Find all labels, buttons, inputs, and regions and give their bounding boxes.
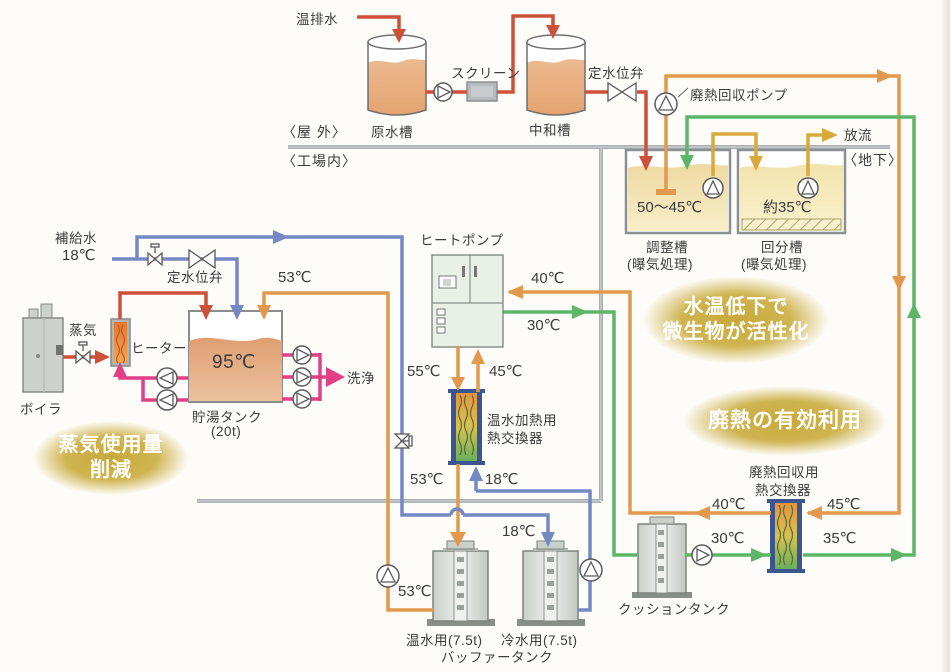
temp-adjust-tank: 50〜45℃ [637,199,703,216]
hot-water-heat-exchanger [448,389,485,465]
label-level-valve-top: 定水位弁 [588,66,644,81]
neutralization-tank [526,34,586,116]
storage-tank [188,310,283,403]
label-batch-tank: 回分槽 [761,240,803,255]
callout-microbe-line1: 水温低下で [683,296,789,318]
label-heater: ヒーター [131,341,187,356]
temp-hx2-in-left: 30℃ [711,530,745,547]
callout-steam-line2: 削減 [90,459,132,481]
temp-hx1-out: 53℃ [410,471,444,488]
label-raw-water-tank: 原水槽 [371,125,413,140]
yellow-arrows [749,128,838,171]
label-batch-tank-sub: (曝気処理) [741,257,807,272]
blue-arrows [230,230,555,547]
temp-hot-loop: 53℃ [398,583,432,600]
temp-batch-tank: 約35℃ [763,199,812,216]
cold-buffer-tank [517,540,585,626]
label-storage-tank: 貯湯タンク [192,410,262,425]
orange-arrows [257,69,906,547]
temp-hx1-return: 45℃ [489,363,523,380]
temp-hx2-out-left: 40℃ [712,496,746,513]
pink-arrows [113,362,345,387]
callout-microbe-activation: 水温低下で 微生物が活性化 [643,276,829,364]
hot-buffer-tank [427,540,495,626]
label-boiler: ボイラ [20,402,62,417]
label-hx1-line2: 熱交換器 [487,431,543,446]
label-buffer-tanks: バッファータンク [441,650,553,665]
label-discharge: 放流 [844,128,872,143]
callout-steam-reduction: 蒸気使用量 削減 [33,421,189,495]
temp-storage-tank: 95℃ [212,352,256,373]
temp-storage-supply: 53℃ [278,269,312,286]
boundary-lines-inner [197,146,890,502]
label-cold-buffer-tank: 冷水用(7.5t) [501,633,578,648]
label-cushion-tank: クッションタンク [618,602,730,617]
temp-hx2-out-right: 35℃ [823,530,857,547]
label-hx2-line1: 廃熱回収用 [749,465,819,480]
callout-waste-heat-use: 廃熱の有効利用 [683,386,887,456]
callout-microbe-line2: 微生物が活性化 [662,321,810,343]
zone-factory: 〈工場内〉 [282,153,357,169]
heat-pump-unit [431,254,504,348]
label-wash: 洗浄 [347,371,375,386]
label-hx1-line1: 温水加熱用 [487,413,557,428]
raw-water-tank [367,34,427,116]
red-arrows [95,25,653,364]
callout-steam-line1: 蒸気使用量 [58,434,164,456]
label-adjust-tank-sub: (曝気処理) [627,257,693,272]
waste-heat-exchanger [767,499,805,573]
zone-underground: 〈地下〉 [843,152,903,168]
temp-hx1-supply: 55℃ [407,363,441,380]
label-screen: スクリーン [451,66,521,81]
temp-hx2-in-right: 45℃ [827,496,861,513]
label-warm-wastewater: 温排水 [296,12,338,27]
label-hx2-line2: 熱交換器 [755,483,811,498]
label-neutralization-tank: 中和槽 [529,123,571,138]
temp-heatpump-in: 40℃ [531,270,565,287]
valve-icons [75,81,637,449]
label-steam: 蒸気 [69,323,97,338]
callout-waste-heat-text: 廃熱の有効利用 [708,408,862,432]
label-adjust-tank: 調整槽 [646,240,688,255]
cushion-tank [632,516,692,598]
label-hot-buffer-tank: 温水用(7.5t) [406,633,483,648]
temp-cold-buffer-in: 18℃ [502,523,536,540]
label-level-valve-2: 定水位弁 [167,270,223,285]
green-arrows [572,155,921,562]
pump-icons [156,82,819,588]
zone-outdoor: 〈屋 外〉 [282,124,347,140]
boiler-unit [22,303,64,393]
label-storage-capacity: (20t) [211,424,242,439]
yellow-pipes [711,132,822,176]
suction-bar [656,189,676,195]
label-makeup-water: 補給水 [55,231,97,246]
temp-hx1-in: 18℃ [485,471,519,488]
label-heat-pump: ヒートポンプ [420,233,504,248]
heater-unit [110,318,131,367]
label-waste-heat-pump: 廃熱回収ポンプ [690,88,788,103]
temp-heatpump-out: 30℃ [527,317,561,334]
scan-edge [940,0,950,672]
temp-makeup: 18℃ [62,247,96,264]
pump-label-tick [677,87,689,98]
